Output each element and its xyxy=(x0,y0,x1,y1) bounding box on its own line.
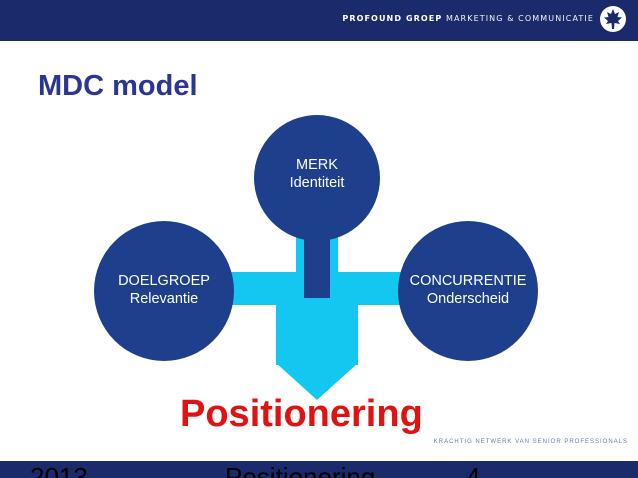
concurrentie-subtitle: Onderscheid xyxy=(426,291,510,307)
merk-circle xyxy=(254,115,380,241)
brand-name-rest: MARKETING & COMMUNICATIE xyxy=(445,14,594,23)
footer-page-number: 4 xyxy=(466,462,481,478)
result-label: Positionering xyxy=(180,393,423,435)
concurrentie-label: CONCURRENTIE Onderscheid xyxy=(396,272,540,308)
maple-leaf-icon xyxy=(600,6,626,32)
concurrentie-title: CONCURRENTIE xyxy=(409,273,527,289)
footer-year: 2013 xyxy=(30,462,88,478)
footer-bar: 2013 Positionering 4 xyxy=(0,461,638,478)
merk-subtitle: Identiteit xyxy=(289,175,345,191)
slide-title: MDC model xyxy=(38,70,198,102)
doelgroep-label: DOELGROEP Relevantie xyxy=(96,272,232,308)
doelgroep-subtitle: Relevantie xyxy=(129,291,199,307)
footer-topic: Positionering xyxy=(225,462,376,478)
tagline: KRACHTIG NETWERK VAN SENIOR PROFESSIONAL… xyxy=(433,439,628,445)
brand-name-bold: PROFOUND GROEP xyxy=(342,14,443,23)
doelgroep-circle xyxy=(94,221,234,361)
doelgroep-title: DOELGROEP xyxy=(118,273,210,289)
header-bar: PROFOUND GROEP MARKETING & COMMUNICATIE xyxy=(0,0,638,41)
concurrentie-circle xyxy=(398,221,538,361)
brand-name: PROFOUND GROEP MARKETING & COMMUNICATIE xyxy=(342,14,594,23)
merk-title: MERK xyxy=(296,157,338,173)
merk-label: MERK Identiteit xyxy=(257,156,377,192)
